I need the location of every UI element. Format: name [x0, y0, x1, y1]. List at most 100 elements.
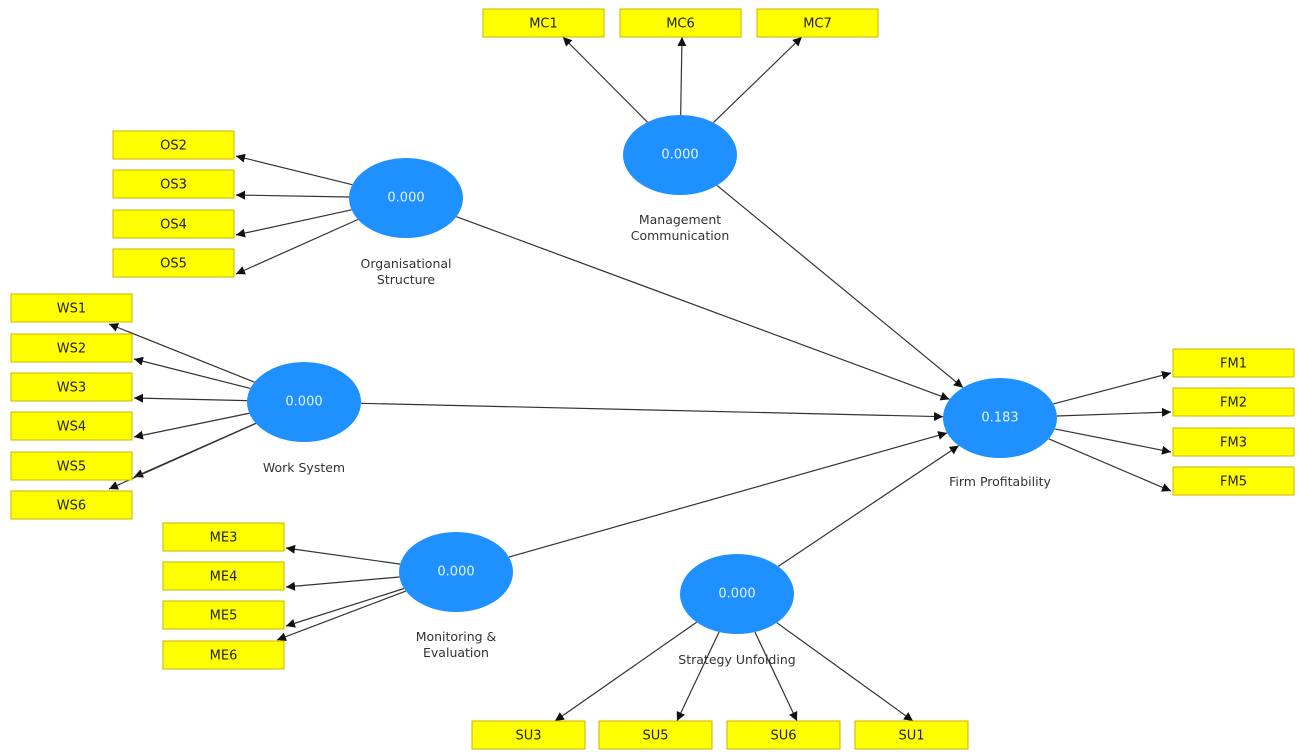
indicator-label: WS4 — [57, 420, 86, 435]
indicator-box[interactable] — [726, 720, 841, 750]
latent-variable-label: Structure — [377, 272, 435, 287]
loading-arrow-me5 — [285, 587, 405, 628]
loading-arrow-fm5 — [1048, 438, 1172, 492]
indicator-box[interactable] — [1172, 387, 1295, 417]
latent-variable-ellipse[interactable] — [399, 532, 513, 612]
latent-variable-ellipse[interactable] — [247, 362, 361, 442]
indicator-su5[interactable]: SU5 — [598, 720, 713, 750]
latent-variable-ellipse[interactable] — [623, 115, 737, 195]
loading-arrow-ws4 — [133, 412, 250, 440]
indicator-box[interactable] — [112, 209, 235, 239]
indicator-label: ME6 — [210, 649, 238, 664]
indicator-fm5[interactable]: FM5 — [1172, 466, 1295, 496]
loading-arrow-fm1 — [1053, 370, 1172, 405]
indicator-fm3[interactable]: FM3 — [1172, 427, 1295, 457]
indicator-box[interactable] — [162, 522, 285, 552]
indicator-label: FM2 — [1220, 396, 1247, 411]
indicator-box[interactable] — [162, 600, 285, 630]
indicator-me4[interactable]: ME4 — [162, 561, 285, 591]
indicator-os4[interactable]: OS4 — [112, 209, 235, 239]
indicator-box[interactable] — [10, 293, 133, 323]
indicator-label: ME5 — [210, 609, 238, 624]
loading-arrow-ws6 — [108, 422, 257, 490]
indicator-box[interactable] — [1172, 427, 1295, 457]
indicator-box[interactable] — [10, 411, 133, 441]
indicator-ws6[interactable]: WS6 — [10, 490, 133, 520]
indicator-ws2[interactable]: WS2 — [10, 333, 133, 363]
loading-arrow-su1 — [776, 622, 914, 722]
indicator-box[interactable] — [598, 720, 713, 750]
loading-arrow-ws3 — [133, 393, 248, 403]
indicator-mc7[interactable]: MC7 — [756, 8, 879, 38]
indicator-box[interactable] — [619, 8, 742, 38]
indicator-mc6[interactable]: MC6 — [619, 8, 742, 38]
indicator-fm1[interactable]: FM1 — [1172, 348, 1295, 378]
indicator-box[interactable] — [162, 640, 285, 670]
indicator-ws5[interactable]: WS5 — [10, 451, 133, 481]
indicator-os5[interactable]: OS5 — [112, 248, 235, 278]
indicator-box[interactable] — [756, 8, 879, 38]
indicator-box[interactable] — [10, 333, 133, 363]
indicator-label: WS3 — [57, 381, 86, 396]
indicator-label: OS3 — [160, 178, 187, 193]
indicator-su6[interactable]: SU6 — [726, 720, 841, 750]
loading-arrow-os5 — [235, 218, 359, 275]
indicator-os2[interactable]: OS2 — [112, 130, 235, 160]
indicator-label: OS5 — [160, 257, 187, 272]
indicator-ws4[interactable]: WS4 — [10, 411, 133, 441]
indicator-label: SU1 — [898, 729, 924, 744]
indicator-su3[interactable]: SU3 — [471, 720, 586, 750]
latent-variable-ellipse[interactable] — [943, 378, 1057, 458]
indicator-mc1[interactable]: MC1 — [482, 8, 605, 38]
indicator-label: SU6 — [770, 729, 796, 744]
r-squared-value: 0.000 — [437, 565, 474, 580]
indicator-label: FM1 — [1220, 357, 1247, 372]
indicator-label: WS1 — [57, 302, 86, 317]
latent-variable-label: Monitoring & — [416, 629, 497, 644]
indicator-os3[interactable]: OS3 — [112, 169, 235, 199]
indicator-box[interactable] — [10, 372, 133, 402]
loading-arrow-me4 — [285, 576, 400, 591]
indicator-label: WS5 — [57, 460, 86, 475]
indicator-me3[interactable]: ME3 — [162, 522, 285, 552]
path-arrow-me-to-fp — [508, 431, 948, 558]
indicator-box[interactable] — [854, 720, 969, 750]
indicator-label: SU3 — [515, 729, 541, 744]
indicator-box[interactable] — [112, 169, 235, 199]
indicator-box[interactable] — [112, 248, 235, 278]
indicator-su1[interactable]: SU1 — [854, 720, 969, 750]
loading-arrow-su5 — [676, 631, 720, 722]
indicator-box[interactable] — [10, 490, 133, 520]
indicator-label: OS4 — [160, 218, 187, 233]
indicator-label: MC1 — [529, 17, 558, 32]
indicator-box[interactable] — [10, 451, 133, 481]
loading-arrow-su6 — [754, 631, 798, 722]
latent-variable-label: Strategy Unfolding — [678, 652, 795, 667]
indicator-label: MC7 — [803, 17, 832, 32]
indicator-box[interactable] — [471, 720, 586, 750]
indicator-label: FM5 — [1220, 475, 1247, 490]
indicator-me6[interactable]: ME6 — [162, 640, 285, 670]
loading-arrow-os2 — [235, 153, 353, 186]
indicator-box[interactable] — [1172, 348, 1295, 378]
indicator-fm2[interactable]: FM2 — [1172, 387, 1295, 417]
indicator-me5[interactable]: ME5 — [162, 600, 285, 630]
indicator-ws3[interactable]: WS3 — [10, 372, 133, 402]
r-squared-value: 0.183 — [981, 411, 1018, 426]
indicator-ws1[interactable]: WS1 — [10, 293, 133, 323]
latent-variable-ellipse[interactable] — [680, 554, 794, 634]
indicator-box[interactable] — [112, 130, 235, 160]
indicator-box[interactable] — [482, 8, 605, 38]
indicator-box[interactable] — [1172, 466, 1295, 496]
loading-arrow-fm3 — [1054, 428, 1172, 455]
indicator-label: FM3 — [1220, 436, 1247, 451]
latent-variable-ellipse[interactable] — [349, 158, 463, 238]
indicator-box[interactable] — [162, 561, 285, 591]
